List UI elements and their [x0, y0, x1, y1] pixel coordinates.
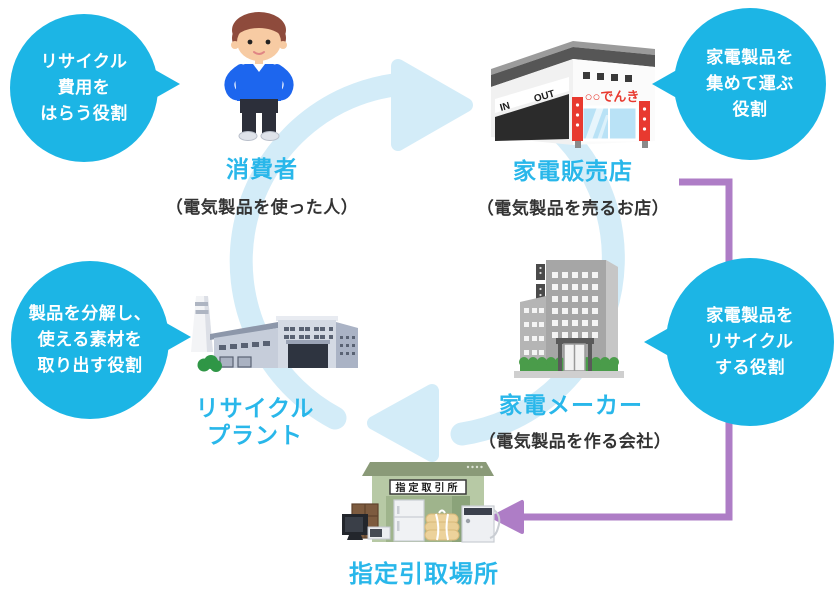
role-bubble-collect-transport: 家電製品を 集めて運ぶ 役割 — [652, 8, 826, 160]
store-name-sign: ○○でんき — [585, 89, 640, 104]
bubble-tail-icon — [652, 67, 682, 101]
label-retailer: 家電販売店 — [513, 158, 633, 184]
cycle-arrow-top-icon — [391, 59, 473, 151]
bubble-text-line: 製品を分解し、 — [28, 304, 152, 323]
bubble-text-line: 使える素材を — [37, 330, 143, 349]
label-recycle-plant-line2: プラント — [206, 422, 303, 448]
handover-arrow-head-icon — [491, 500, 524, 534]
cycle-arc-left — [229, 72, 414, 430]
bubble-text-line: リサイクル — [40, 52, 128, 71]
bubble-text-line: リサイクル — [706, 332, 794, 351]
label-recycle-plant: リサイクル プラント — [196, 395, 315, 449]
bubble-text-line: 費用を — [57, 78, 111, 97]
recycle-plant-factory-icon — [191, 296, 358, 372]
label-maker: 家電メーカー — [499, 392, 643, 418]
bubble-text-line: 家電製品を — [706, 306, 794, 325]
label-pickup-place: 指定引取場所 — [349, 561, 499, 588]
store-in-sign: IN — [499, 101, 512, 114]
sublabel-consumer: （電気製品を使った人） — [165, 198, 359, 217]
bubble-tail-icon — [644, 325, 674, 359]
bubble-tail-icon — [150, 67, 180, 101]
pickup-building-sign: 指定取引所 — [396, 481, 461, 494]
sublabel-retailer: （電気製品を売るお店） — [476, 199, 670, 218]
pickup-place-icon: 指定取引所 — [342, 462, 501, 543]
sublabel-maker: （電気製品を作る会社） — [478, 432, 672, 451]
role-bubble-recycle: 家電製品を リサイクル する役割 — [644, 258, 834, 426]
bubble-text-line: 役割 — [732, 100, 768, 119]
bubble-text-line: する役割 — [715, 358, 785, 377]
maker-building-icon — [514, 260, 624, 378]
role-bubble-pay-recycle-fee: リサイクル 費用を はらう役割 — [10, 14, 180, 162]
role-bubble-dismantle: 製品を分解し、 使える素材を 取り出す役割 — [11, 261, 191, 419]
bubble-text-line: 取り出す役割 — [37, 356, 143, 375]
label-recycle-plant-line1: リサイクル — [195, 395, 315, 421]
retailer-store-icon: IN OUT ○○でんき — [491, 41, 655, 148]
cycle-arrow-bottom-icon — [367, 384, 439, 462]
bubble-text-line: 家電製品を — [706, 48, 794, 67]
label-consumer: 消費者 — [226, 156, 298, 182]
consumer-person-icon — [224, 12, 294, 141]
bubble-text-line: 集めて運ぶ — [706, 74, 794, 93]
bubble-tail-icon — [161, 320, 191, 354]
bubble-text-line: はらう役割 — [40, 104, 128, 123]
